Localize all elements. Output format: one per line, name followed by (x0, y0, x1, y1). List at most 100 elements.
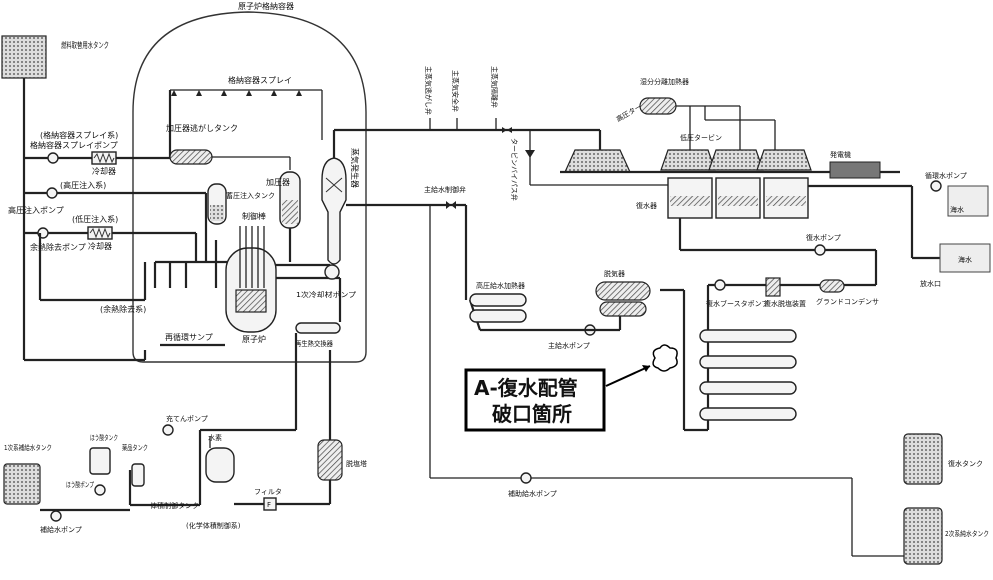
lp-turbine-2 (708, 149, 764, 171)
sump-label: 再循環サンプ (165, 332, 213, 342)
lp-heater-3 (699, 381, 797, 395)
primary-makeup-tank-label: 1次系補給水タンク (4, 443, 52, 452)
deaerator-label: 脱気器 (604, 269, 625, 278)
rcp (324, 264, 340, 280)
hp-system-label: (高圧注入系) (60, 180, 106, 190)
pzr-relief-tank-label: 加圧器逃がしタンク (166, 123, 238, 133)
boric-pump (94, 484, 106, 496)
cs-pump (47, 152, 59, 164)
condenser-label: 復水器 (636, 201, 657, 210)
control-rod-label: 制御棒 (242, 211, 266, 221)
lp-turbine-1 (660, 149, 716, 171)
steam-generator (321, 157, 347, 265)
outlet-label: 放水口 (920, 279, 941, 288)
filter-mark: F (267, 501, 271, 509)
gland-cond-label: グランドコンデンサ (816, 297, 879, 306)
filter-label: フィルタ (254, 487, 282, 496)
deaerator-tank (599, 301, 647, 317)
cond-pump-label: 復水ポンプ (806, 233, 841, 242)
cvcs-label: (化学体積制御系) (186, 521, 241, 530)
regen-hx (295, 322, 341, 334)
demineralizer (317, 439, 343, 481)
break-marker (652, 344, 678, 372)
chem-tank (131, 463, 145, 487)
cond-tank-label: 復水タンク (948, 459, 983, 468)
aux-fw-pump (520, 472, 532, 484)
lp-turbine-3 (756, 149, 812, 171)
cs-pump-label: 格納容器スプレイポンプ (30, 140, 118, 150)
spray-header (170, 89, 323, 140)
lp-system-label: (低圧注入系) (72, 214, 118, 224)
boric-tank (89, 447, 111, 475)
lp-turbine-label: 低圧タービン (680, 133, 722, 142)
gland-condenser (819, 279, 845, 293)
moisture-separator (639, 97, 677, 115)
moisture-sep-label: 湿分分離加熱器 (640, 77, 689, 86)
spray-header-label: 格納容器スプレイ (228, 75, 292, 85)
cw-pump-label: 循環水ポンプ (925, 171, 967, 180)
outlet-water-label: 海水 (958, 255, 972, 264)
primary-makeup-tank (3, 463, 41, 505)
secondary-tank (903, 507, 943, 565)
lp-heater-1 (699, 329, 797, 343)
cooler-2-label: 冷却器 (88, 241, 112, 251)
main-fw-pump-label: 主給水ポンプ (548, 341, 590, 350)
lp-heater-2 (699, 355, 797, 369)
rcp-label: 1次冷却材ポンプ (296, 290, 356, 299)
vct-label: 体積制御タンク (150, 501, 199, 510)
hp-fw-heater-1 (469, 293, 527, 307)
cond-tank (903, 433, 943, 485)
steam-generator-label: 蒸気発生器 (350, 148, 360, 188)
containment-label: 原子炉格納容器 (238, 1, 294, 11)
makeup-pump (50, 510, 62, 522)
break-box-line1: A-復水配管 (474, 376, 578, 400)
hp-turbine (564, 149, 631, 173)
rhr-pump-label: 余熱除去ポンプ (30, 242, 86, 252)
generator-label: 発電機 (830, 150, 851, 159)
rhr-system-label: (余熱除去系) (100, 304, 146, 314)
charging-pump (162, 424, 174, 436)
reactor-core (235, 289, 267, 313)
charging-pump-label: 充てんポンプ (166, 414, 208, 423)
msrv-label: 主蒸気逃がし弁 (424, 66, 433, 115)
msiv-label: 主蒸気隔離弁 (490, 66, 499, 108)
cooler-1-label: 冷却器 (92, 166, 116, 176)
generator (829, 161, 881, 179)
cw-pump (930, 180, 942, 192)
seawater-label: 海水 (950, 205, 964, 214)
cond-pump (814, 244, 826, 256)
hydrogen-label: 水素 (208, 433, 222, 442)
hp-fw-heater-label: 高圧給水加熱器 (476, 281, 525, 290)
turbine-bypass-label: タービンバイパス弁 (510, 138, 519, 201)
main-fw-valve-label: 主給水制御弁 (424, 185, 466, 194)
booster-pump-label: 復水ブースタポンプ (706, 299, 768, 308)
vct (205, 447, 235, 483)
hp-pump (46, 187, 58, 199)
pzr-relief-tank (169, 149, 213, 165)
booster-pump (714, 279, 726, 291)
demin-label: 復水脱塩装置 (764, 299, 806, 308)
containment-vessel (132, 11, 367, 363)
mssv-label: 主蒸気安全弁 (451, 70, 460, 112)
boric-tank-label: ほう酸タンク (90, 433, 118, 442)
deaerator (595, 281, 651, 301)
demineralizer-label: 脱塩塔 (346, 459, 367, 468)
regen-hx-label: 再生熱交換器 (295, 339, 333, 348)
hp-fw-heater-2 (469, 309, 527, 323)
fuel-tank-label: 燃料取替用水タンク (61, 40, 109, 50)
seawater-intake (947, 185, 989, 217)
makeup-pump-label: 補給水ポンプ (40, 525, 82, 534)
boric-pump-label: ほう酸ポンプ (66, 480, 94, 489)
hp-pump-label: 高圧注入ポンプ (8, 205, 64, 215)
aux-fw-pump-label: 補助給水ポンプ (508, 489, 557, 498)
chem-tank-label: 薬品タンク (122, 443, 148, 452)
accumulator-label: 蓄圧注入タンク (226, 191, 275, 200)
cs-system-label: (格納容器スプレイ系) (40, 130, 118, 140)
reactor-label: 原子炉 (242, 334, 266, 344)
pressurizer-label: 加圧器 (266, 177, 290, 187)
outlet-basin (939, 243, 991, 273)
lp-heater-4 (699, 407, 797, 421)
break-box-line2: 破口箇所 (492, 402, 572, 426)
